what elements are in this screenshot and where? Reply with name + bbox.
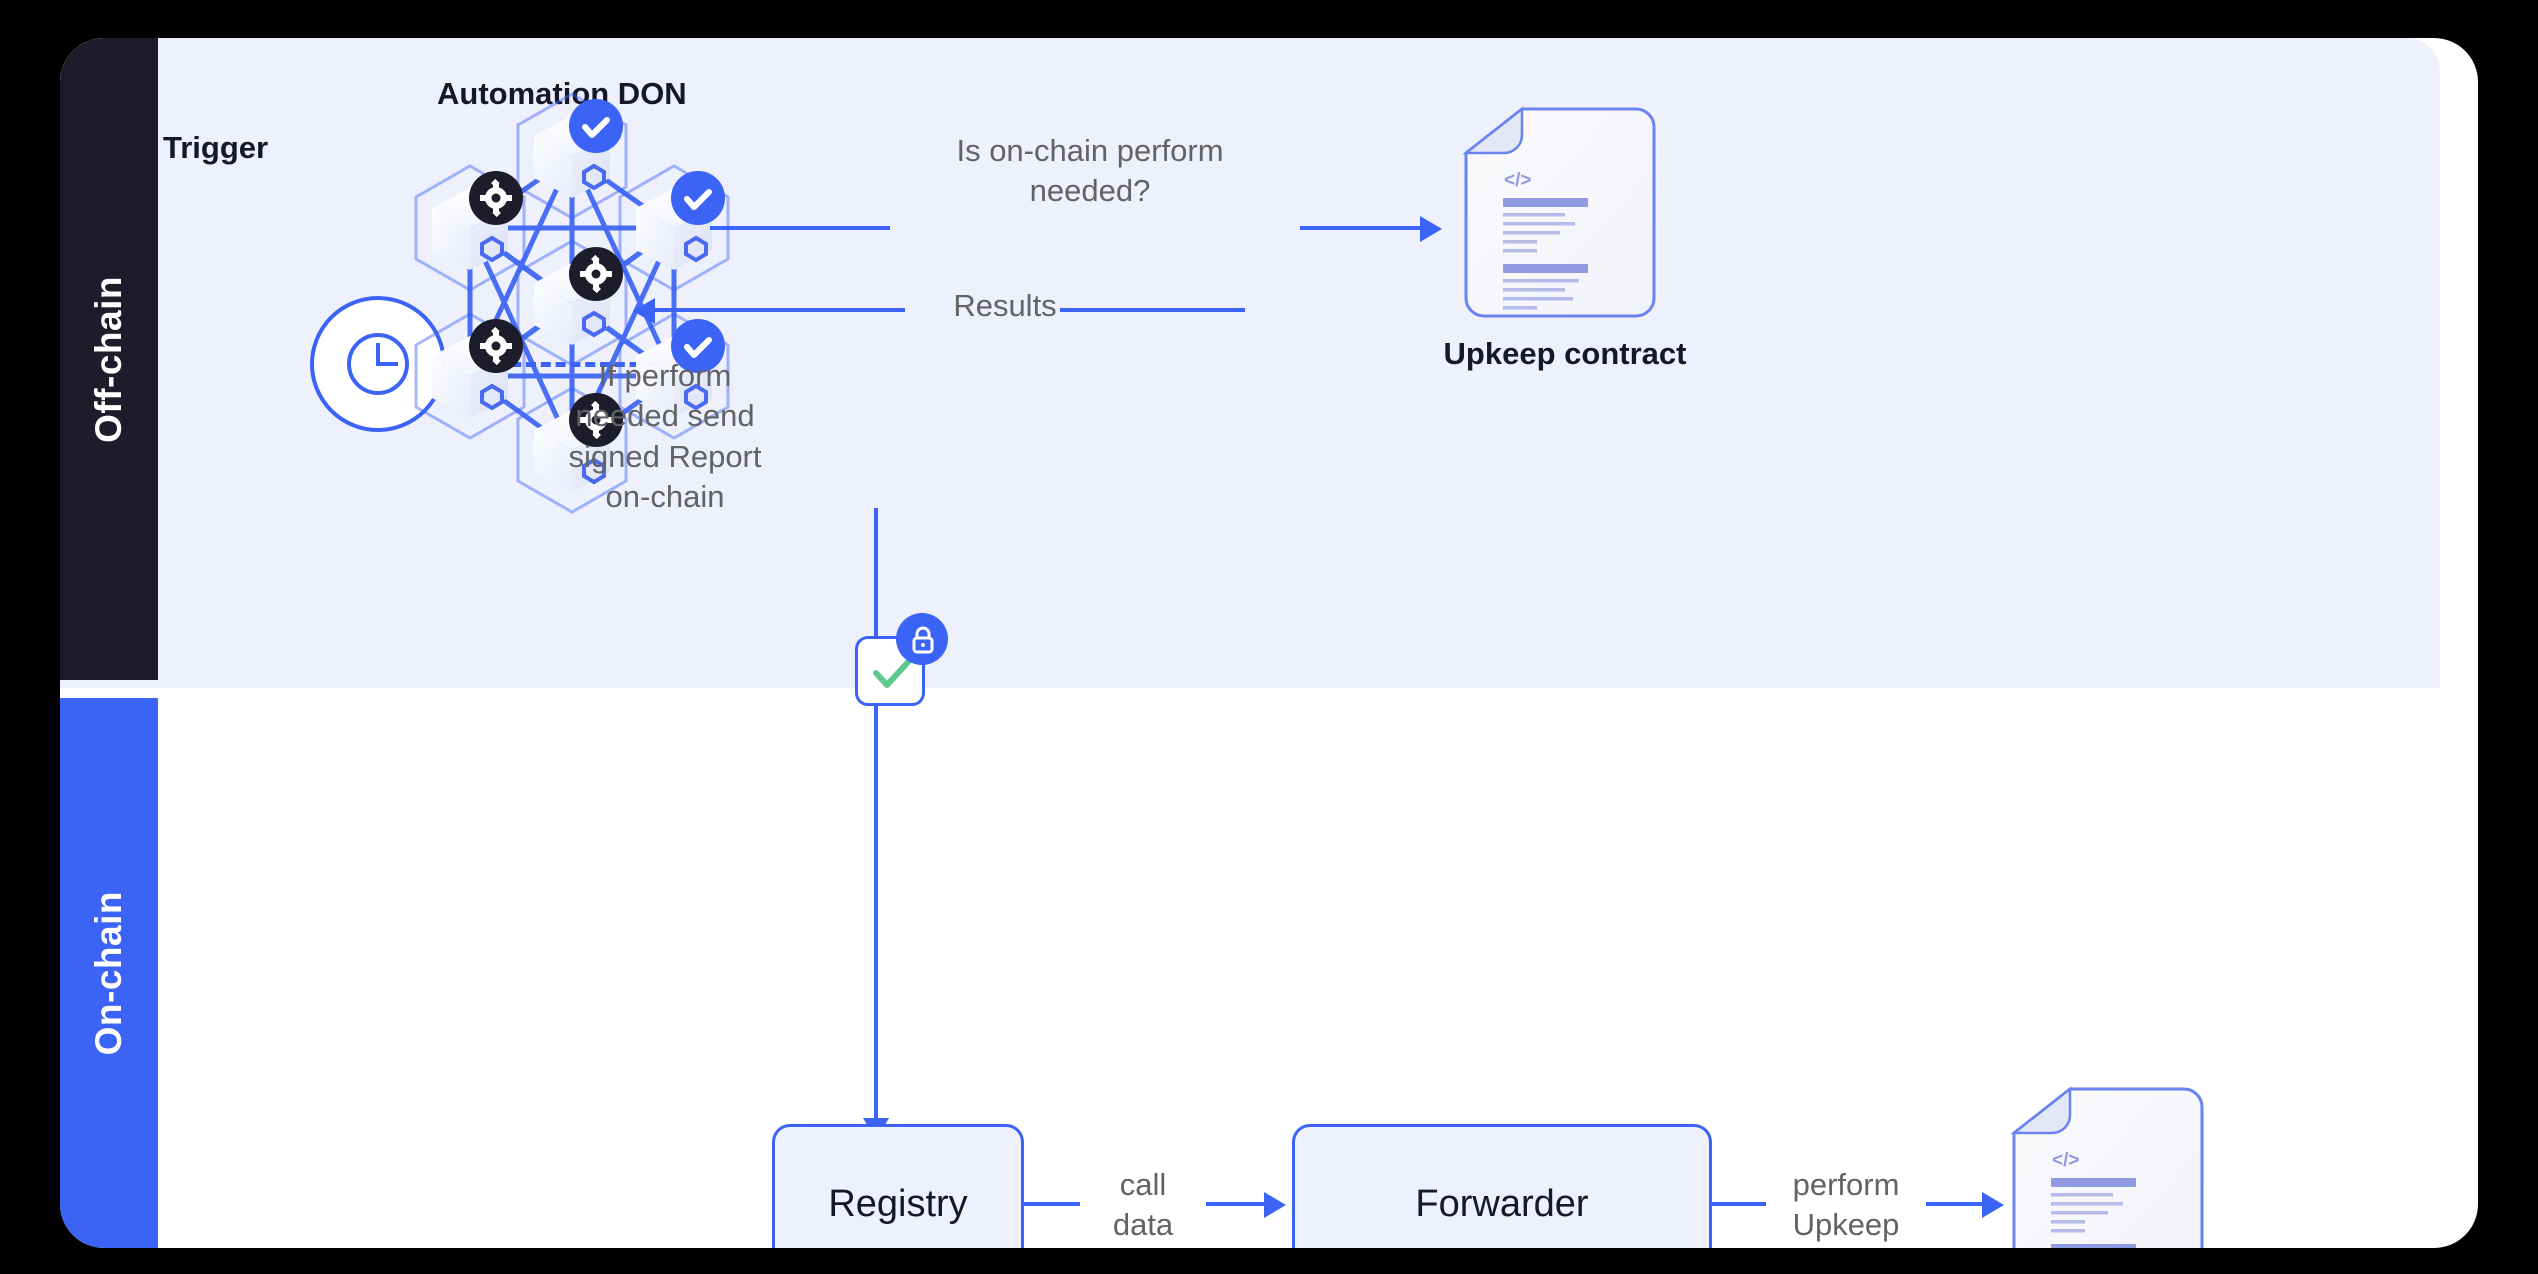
rail-onchain: On-chain [60, 698, 158, 1248]
forwarder-label: Forwarder [1415, 1182, 1589, 1225]
registry-box[interactable]: Registry [772, 1124, 1024, 1248]
results-arrowhead [633, 298, 655, 324]
check-badge-icon [569, 99, 623, 153]
signed-report-label: If perform needed send signed Report on-… [568, 358, 762, 514]
rail-offchain-label: Off-chain [88, 275, 129, 443]
rail-onchain-label: On-chain [88, 890, 129, 1056]
perform-upkeep-line-right [1926, 1202, 1982, 1206]
svg-text:</>: </> [1504, 170, 1531, 191]
diagram-card: Off-chain On-chain Automation DON Trigge… [60, 38, 2478, 1248]
doc-unused [2008, 483, 2198, 698]
registry-label: Registry [828, 1182, 968, 1225]
automation-don-title: Automation DON [437, 76, 687, 111]
gear-badge-icon [469, 319, 523, 373]
perform-upkeep-line-left [1712, 1202, 1766, 1206]
calldata-arrowhead [1264, 1192, 1286, 1218]
lock-closed-icon [912, 626, 934, 654]
call-data-label: call data [1112, 1167, 1174, 1243]
forwarder-box[interactable]: Forwarder [1292, 1124, 1712, 1248]
check-badge-icon [671, 319, 725, 373]
code-document-icon: </> [1462, 106, 1656, 318]
upkeep-contract-caption-offchain: Upkeep contract [1443, 336, 1687, 371]
trigger-to-don-dashline [452, 362, 684, 367]
query-line-right [1300, 226, 1420, 230]
perform-upkeep-label: perform Upkeep [1792, 1167, 1900, 1243]
results-label: Results [953, 288, 1057, 323]
report-line-lower [874, 706, 878, 1118]
gear-badge-icon [469, 171, 523, 225]
results-line-right [1060, 308, 1245, 312]
check-badge-icon [671, 171, 725, 225]
gear-badge-icon [569, 247, 623, 301]
perform-upkeep-arrowhead [1982, 1192, 2004, 1218]
report-line-upper [874, 508, 878, 636]
clock-icon [347, 333, 409, 395]
calldata-line-right [1206, 1202, 1264, 1206]
signed-report-check-icon [873, 658, 912, 688]
code-document-icon: </> [2010, 1086, 2204, 1248]
results-line-left [655, 308, 905, 312]
query-line-left [710, 226, 890, 230]
query-label: Is on-chain perform needed? [956, 133, 1224, 209]
rail-offchain: Off-chain [60, 38, 158, 680]
automation-don-network [414, 92, 730, 514]
query-arrowhead [1420, 216, 1442, 242]
trigger-label: Trigger [163, 130, 269, 165]
gear-badge-icon [569, 393, 623, 447]
trigger-ring [310, 296, 446, 432]
calldata-line-left [1024, 1202, 1080, 1206]
svg-text:</>: </> [2052, 1150, 2079, 1171]
